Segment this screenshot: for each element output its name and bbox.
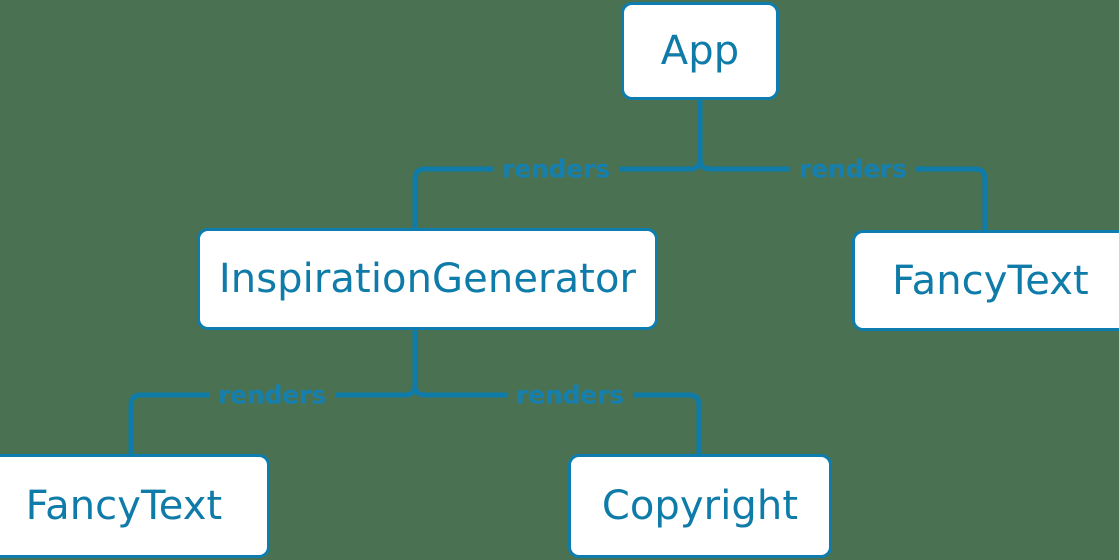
node-fancytext-left-label: FancyText bbox=[25, 483, 223, 529]
node-inspirationgenerator-label: InspirationGenerator bbox=[218, 256, 637, 302]
edge-label-inspirationgenerator-to-fancytext-left: renders bbox=[209, 382, 335, 408]
edge-label-app-to-inspirationgenerator: renders bbox=[493, 156, 619, 182]
node-copyright-label: Copyright bbox=[601, 483, 799, 529]
node-fancytext-right[interactable]: FancyText bbox=[852, 230, 1119, 331]
node-app-label: App bbox=[660, 28, 740, 74]
edge-label-app-to-fancytext-right: renders bbox=[790, 156, 916, 182]
node-inspirationgenerator[interactable]: InspirationGenerator bbox=[197, 228, 658, 330]
node-app[interactable]: App bbox=[621, 2, 779, 100]
node-fancytext-left[interactable]: FancyText bbox=[0, 454, 270, 558]
node-fancytext-right-label: FancyText bbox=[892, 257, 1089, 304]
node-copyright[interactable]: Copyright bbox=[568, 454, 832, 558]
edge-label-inspirationgenerator-to-copyright: renders bbox=[507, 382, 633, 408]
